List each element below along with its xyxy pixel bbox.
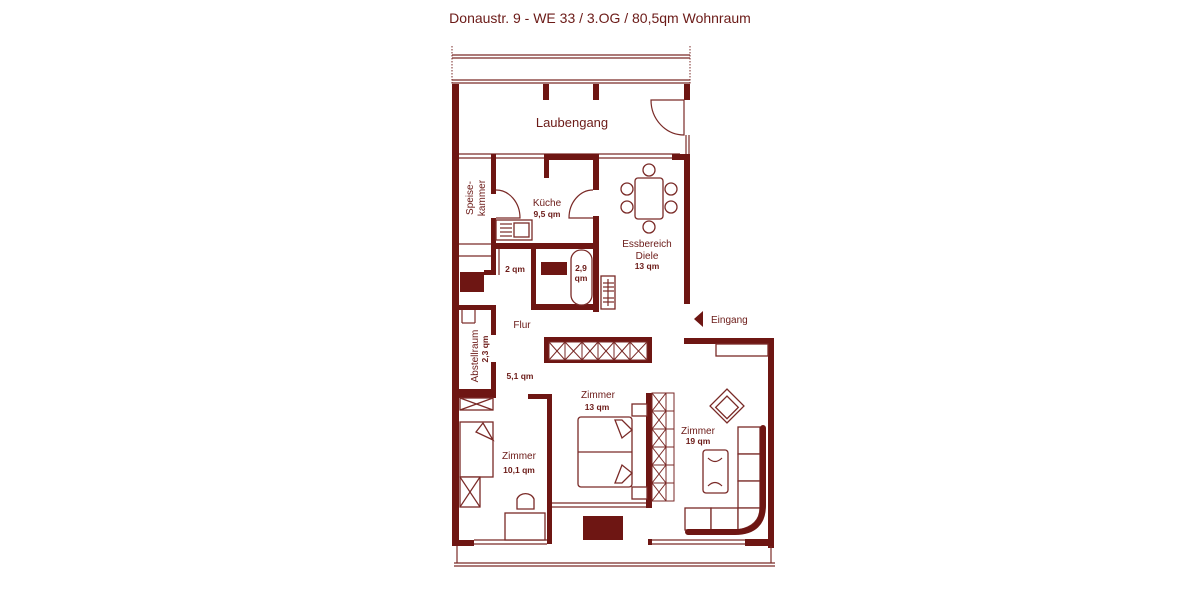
room-flur-area: 5,1 qm bbox=[507, 371, 534, 381]
exterior-lines bbox=[454, 546, 775, 567]
room-bad-area-2: qm bbox=[575, 273, 588, 283]
laubengang-railing bbox=[451, 46, 691, 84]
room-flur-label: Flur bbox=[513, 320, 531, 331]
room-bad-area-1: 2,9 bbox=[575, 263, 587, 273]
room-zimmer-small-area: 10,1 qm bbox=[503, 465, 535, 475]
room-abstellraum-area: 2,3 qm bbox=[480, 335, 490, 362]
room-zimmer-living-area: 19 qm bbox=[686, 436, 711, 446]
room-zimmer-bed-area: 13 qm bbox=[585, 402, 610, 412]
room-kueche-area: 9,5 qm bbox=[534, 209, 561, 219]
room-zimmer-bed-label: Zimmer bbox=[581, 390, 616, 401]
entrance-label: Eingang bbox=[711, 315, 748, 326]
room-essbereich-label-2: Diele bbox=[636, 251, 659, 262]
room-zimmer-small-label: Zimmer bbox=[502, 451, 537, 462]
room-labels: Laubengang Speise- kammer Küche 9,5 qm 2… bbox=[465, 115, 748, 475]
room-speisekammer-label-1: Speise- bbox=[465, 181, 476, 215]
room-essbereich-area: 13 qm bbox=[635, 261, 660, 271]
room-zimmer-living-label: Zimmer bbox=[681, 426, 716, 437]
room-wc-area: 2 qm bbox=[505, 264, 525, 274]
room-speisekammer-label-2: kammer bbox=[477, 179, 488, 216]
plan-title: Donaustr. 9 - WE 33 / 3.OG / 80,5qm Wohn… bbox=[449, 10, 751, 26]
room-laubengang-label: Laubengang bbox=[536, 115, 608, 130]
room-abstellraum-label: Abstellraum bbox=[470, 330, 481, 383]
furniture bbox=[459, 163, 769, 541]
room-essbereich-label-1: Essbereich bbox=[622, 239, 671, 250]
room-kueche-label: Küche bbox=[533, 198, 562, 209]
